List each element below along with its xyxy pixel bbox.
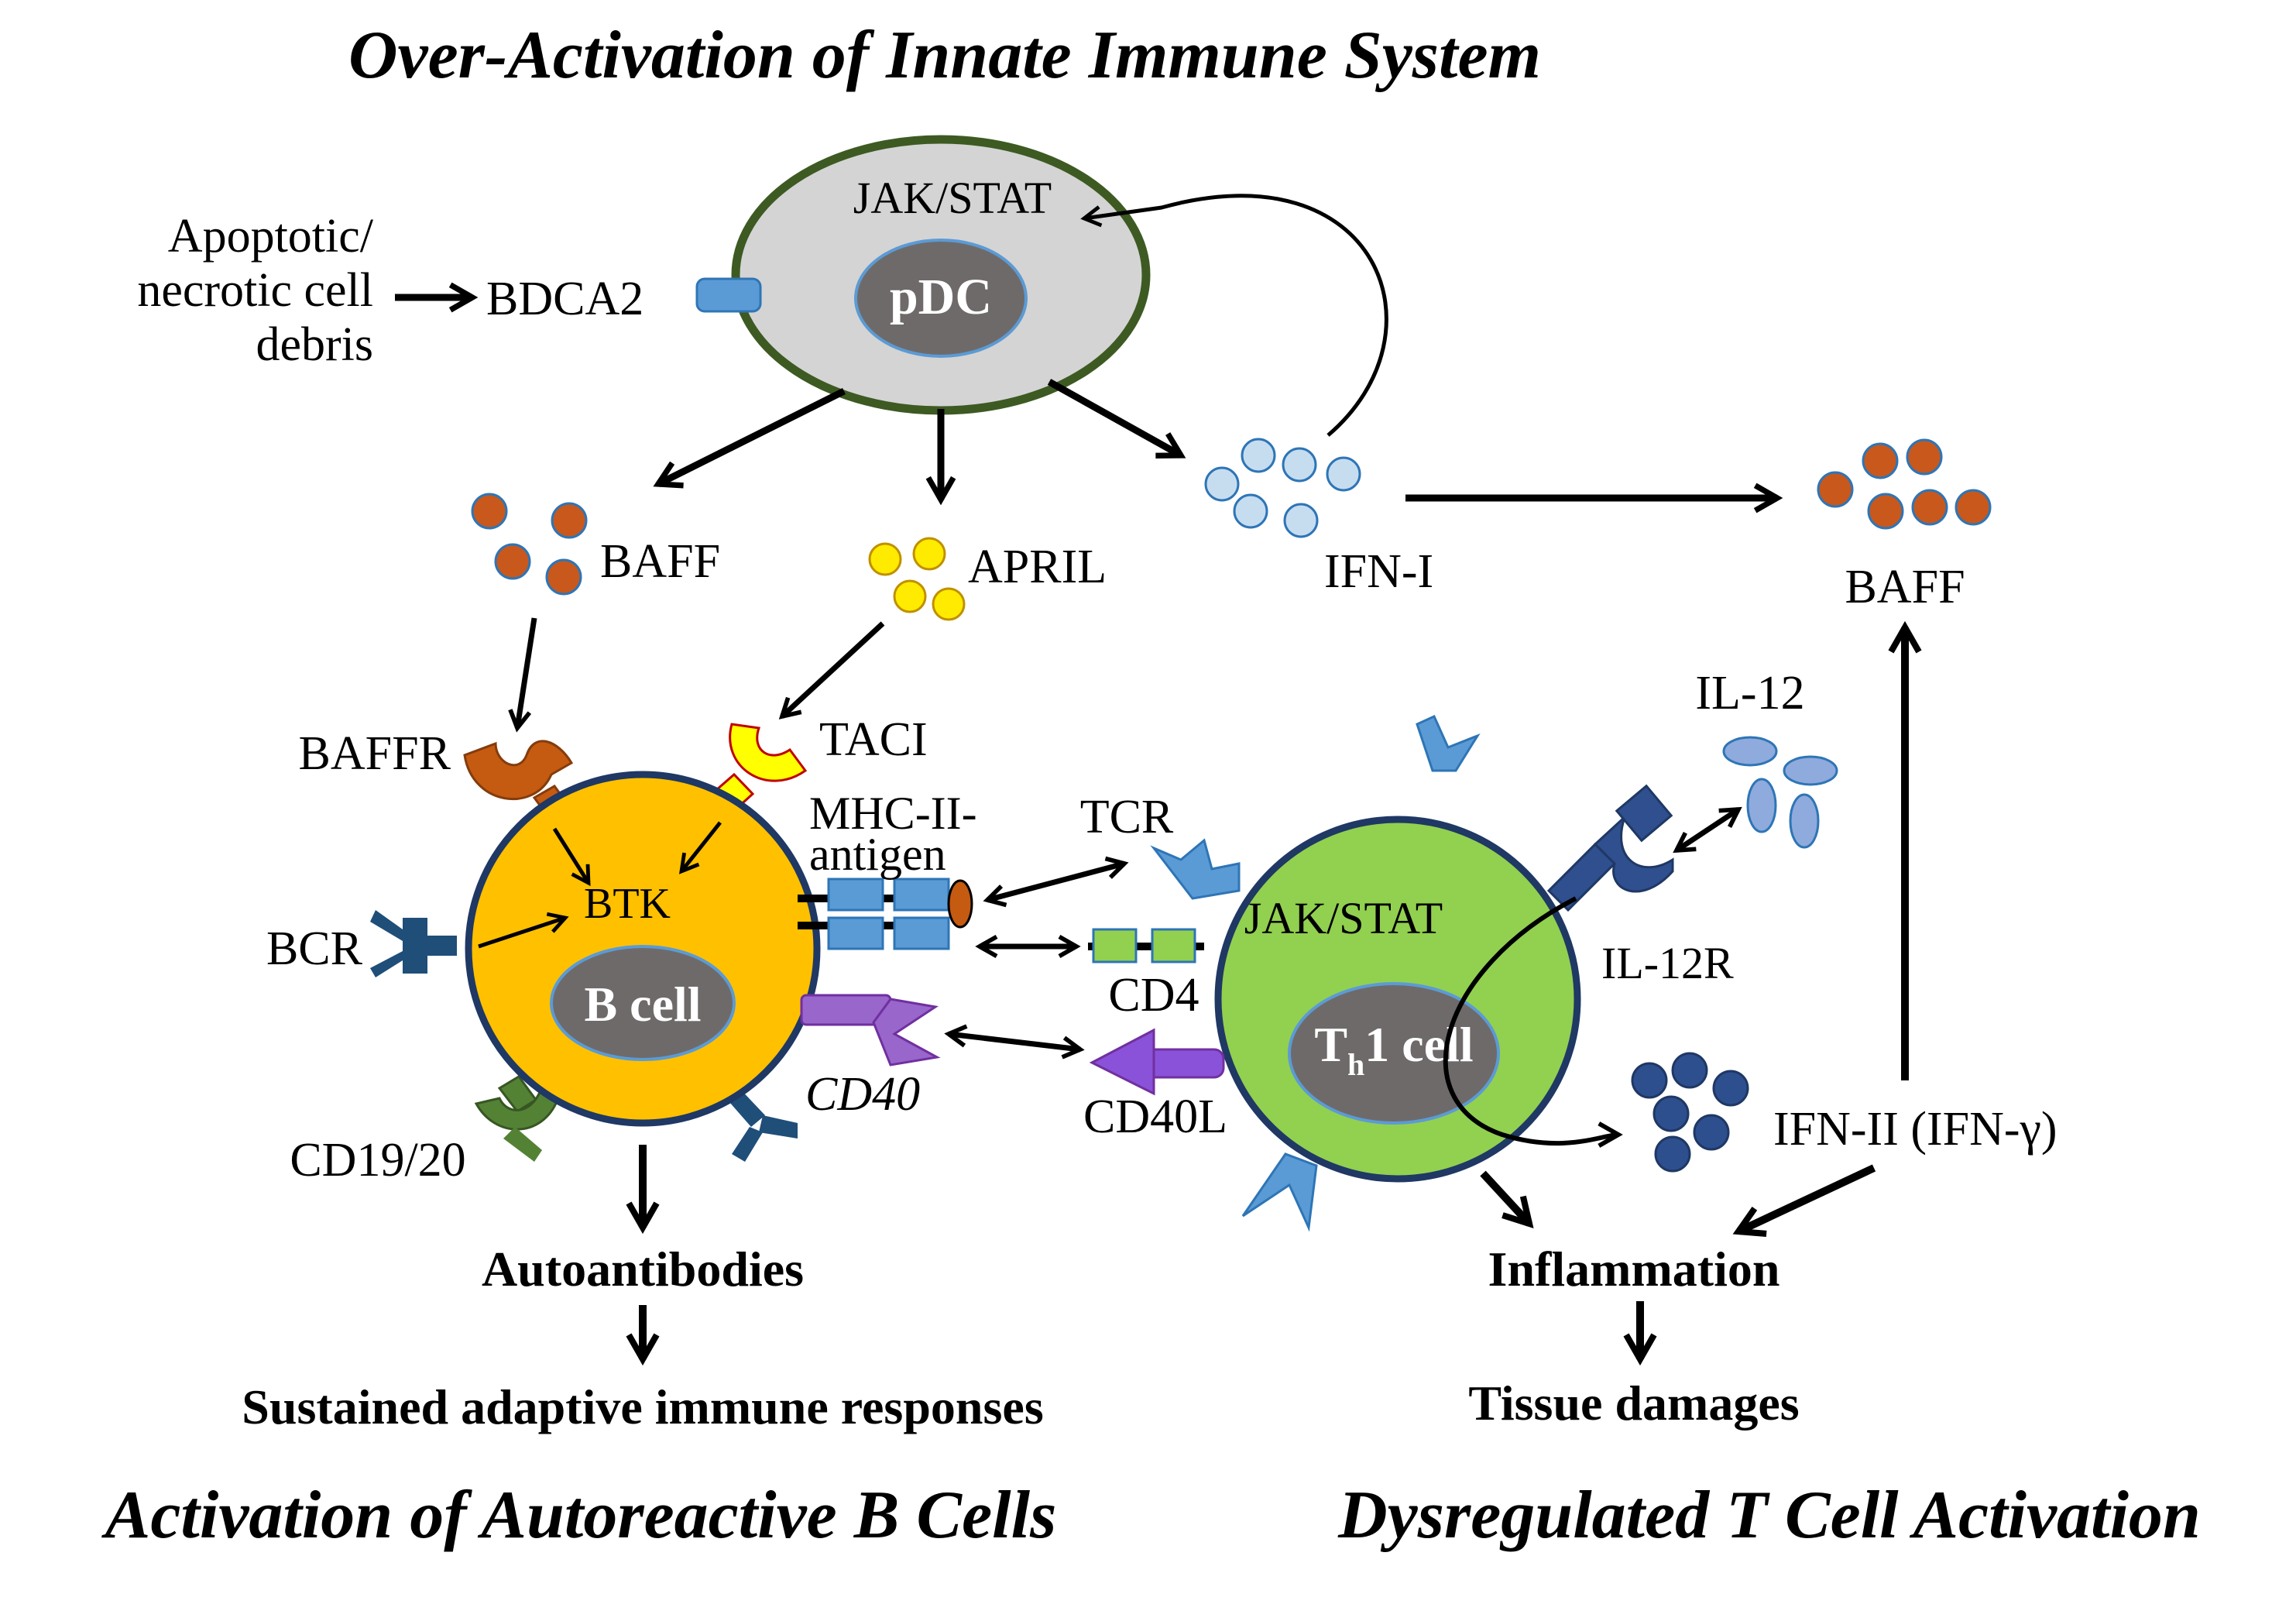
title-top: Over-Activation of Innate Immune System	[348, 18, 1541, 93]
cd4-label: CD4	[1108, 969, 1199, 1022]
cd40l-label: CD40L	[1083, 1091, 1227, 1143]
tcr-receptor	[1150, 838, 1241, 900]
taci-to-btk-arrow	[678, 821, 722, 874]
mhc-label-line2: antigen	[809, 829, 946, 880]
baff-right-label: BAFF	[1845, 561, 1965, 613]
bottom-receptor	[1241, 1152, 1318, 1232]
cd40-receptor	[800, 994, 941, 1066]
ifn-ii-molecules	[1631, 1052, 1749, 1173]
il12-label: IL-12	[1695, 667, 1804, 720]
mhc-ii-antigen	[798, 878, 973, 950]
ifn-i-label: IFN-I	[1324, 545, 1433, 598]
th1-nucleus-label: Th1 cell	[1314, 1017, 1473, 1082]
ifn-i-molecules	[1204, 438, 1361, 538]
mhc-label-line1: MHC-II-	[809, 788, 977, 839]
taci-label: TACI	[819, 713, 928, 766]
cd40l-ligand	[1089, 1028, 1225, 1096]
april-to-taci-arrow	[778, 621, 885, 720]
pdc-to-baff-arrow	[653, 387, 846, 489]
b-cell: B cell BTK	[370, 723, 973, 1162]
cd40-cd40l-arrow	[944, 1024, 1085, 1060]
bcr-label: BCR	[266, 922, 363, 975]
april-molecules	[868, 537, 966, 621]
il12r-label: IL-12R	[1601, 938, 1734, 988]
debris-line3: debris	[256, 318, 373, 371]
top-receptor	[1416, 715, 1481, 772]
th1-nucleus	[1288, 982, 1500, 1125]
cd19-20-label: CD19/20	[290, 1134, 465, 1187]
baff-to-baffr-arrow	[508, 617, 537, 733]
cd40-label: CD40	[805, 1068, 920, 1121]
bcr-to-btk-arrow	[478, 912, 569, 949]
bdca2-receptor	[695, 277, 762, 313]
btk-label: BTK	[584, 880, 671, 928]
th1-jak-stat-label: JAK/STAT	[1244, 893, 1443, 943]
autoantibodies-label: Autoantibodies	[482, 1242, 804, 1297]
baff-right-molecules	[1817, 438, 1992, 530]
debris-line2: necrotic cell	[137, 264, 373, 317]
title-bottom-right: Dysregulated T Cell Activation	[1337, 1478, 2201, 1553]
tcr-label: TCR	[1080, 791, 1174, 843]
tissue-damages-label: Tissue damages	[1468, 1376, 1799, 1431]
il12r-receptor	[1546, 784, 1674, 912]
taci-receptor	[714, 723, 808, 812]
bcr-receptor	[370, 910, 457, 977]
sustained-response-label: Sustained adaptive immune responses	[242, 1379, 1043, 1434]
baffr-label: BAFFR	[299, 727, 451, 780]
ifn-ii-label: IFN-II (IFN-γ)	[1773, 1103, 2057, 1156]
ifn-i-feedback-arrow	[1080, 194, 1388, 437]
th1-cell: Th1 cell JAK/STAT	[1088, 715, 1674, 1232]
inflammation-label: Inflammation	[1488, 1242, 1780, 1297]
pdc-jak-stat-label: JAK/STAT	[853, 173, 1052, 223]
pdc-nucleus	[854, 239, 1028, 358]
baff-left-molecules	[471, 493, 588, 596]
cd4-receptor	[1088, 928, 1204, 963]
il12-il12r-arrow	[1673, 806, 1742, 854]
pdc-nucleus-label: pDC	[890, 269, 992, 325]
debris-label: Apoptotic/ necrotic cell debris	[137, 210, 373, 371]
ifn-ii-to-inflammation-arrow	[1732, 1164, 1876, 1237]
title-bottom-left: Activation of Autoreactive B Cells	[101, 1478, 1057, 1553]
mhc-tcr-arrow	[983, 856, 1129, 908]
baffr-to-btk-arrow	[552, 827, 591, 887]
th1-to-inflammation-arrow	[1480, 1170, 1534, 1228]
debris-line1: Apoptotic/	[168, 210, 374, 263]
b-cell-nucleus-label: B cell	[584, 977, 701, 1032]
il12r-signal-arrow	[1443, 896, 1623, 1148]
april-label: APRIL	[968, 541, 1107, 593]
pdc-to-ifn-i-arrow	[1047, 379, 1186, 459]
il12-molecules	[1722, 736, 1838, 849]
bdca2-label: BDCA2	[486, 273, 643, 325]
baff-left-label: BAFF	[600, 535, 720, 588]
pdc-cell: pDC JAK/STAT	[695, 135, 1151, 415]
b-cell-nucleus	[550, 945, 736, 1061]
